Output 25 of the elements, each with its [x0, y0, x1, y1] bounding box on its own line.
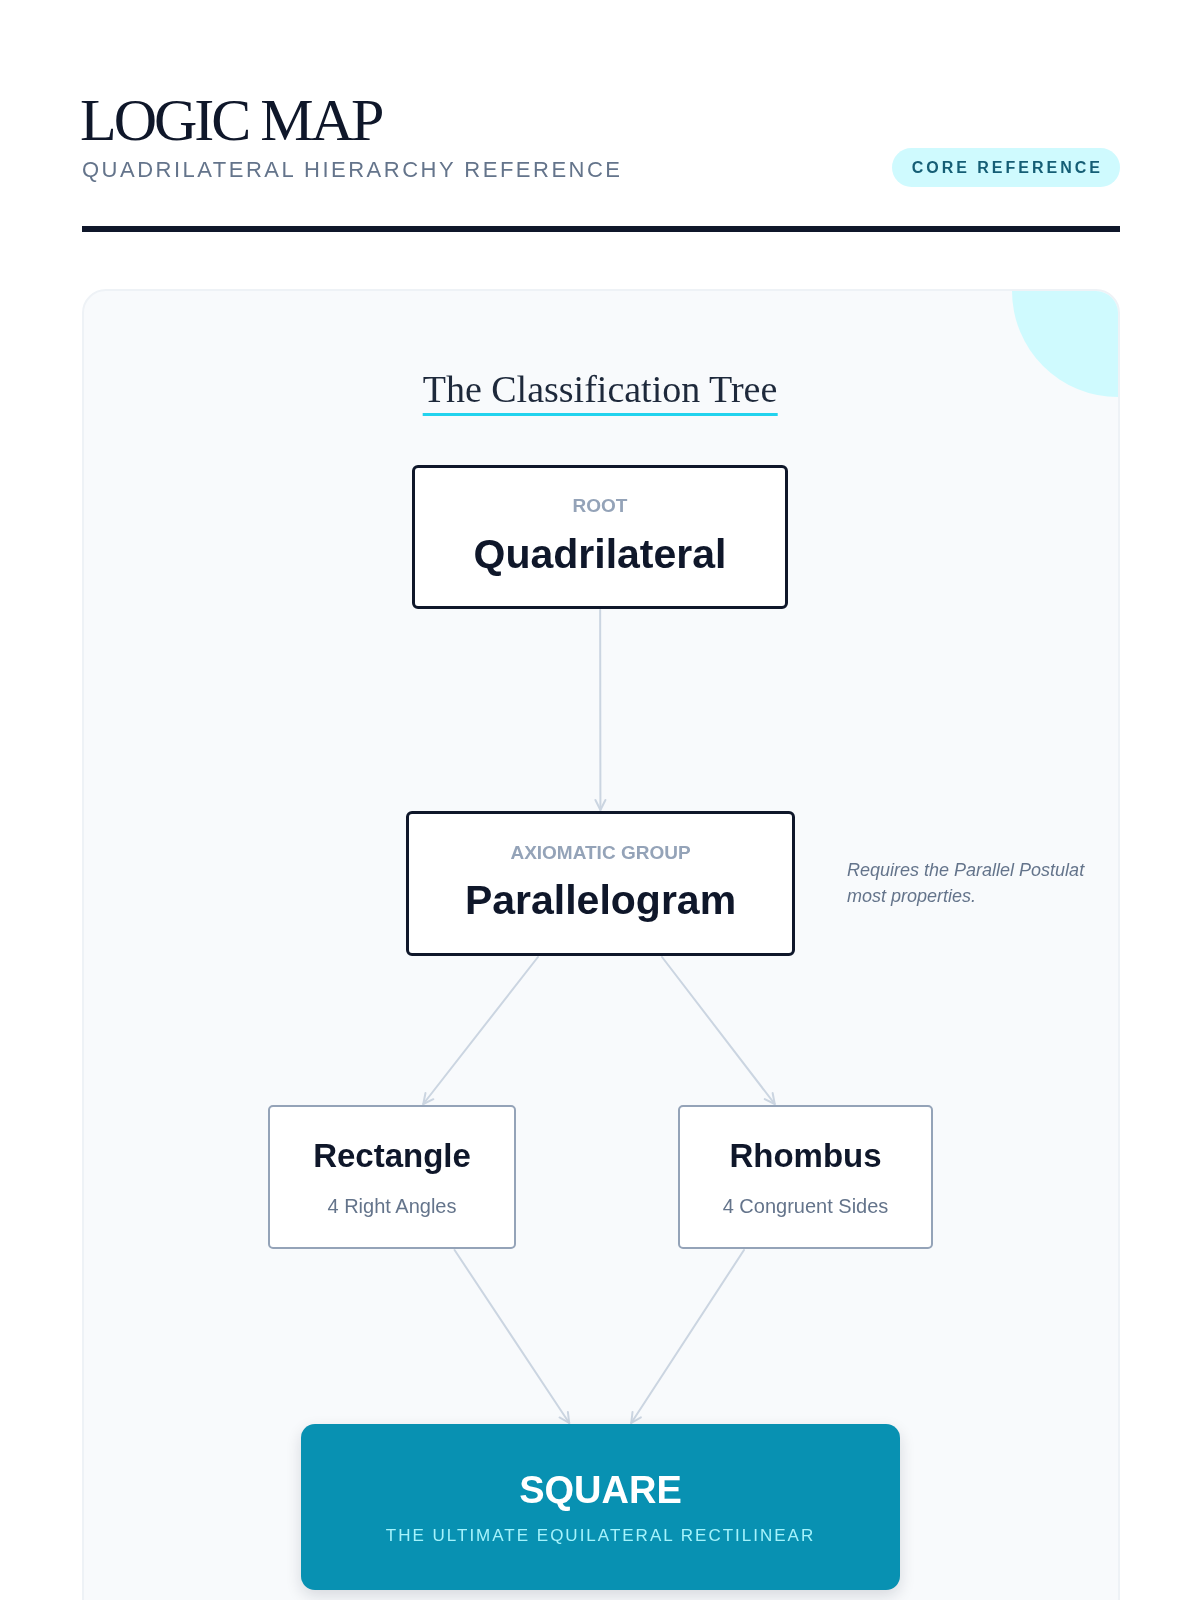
- arrow: [661, 956, 776, 1105]
- reference-badge: CORE REFERENCE: [891, 148, 1120, 187]
- section-heading: The Classification Tree: [422, 367, 778, 416]
- property-text: 4 Congruent Sides: [722, 1193, 889, 1218]
- category-label: ROOT: [572, 495, 628, 518]
- class-box: [268, 1105, 516, 1249]
- class-box: [412, 465, 788, 609]
- shape-name: Parallelogram: [464, 876, 737, 926]
- page-title: LOGIC MAP: [80, 90, 382, 150]
- arrow: [453, 1249, 571, 1424]
- shape-name: Rhombus: [729, 1136, 882, 1176]
- page-subtitle: QUADRILATERAL HIERARCHY REFERENCE: [82, 157, 623, 184]
- class-box: [678, 1105, 933, 1249]
- class-box: [406, 811, 795, 956]
- result-box: [301, 1424, 900, 1590]
- arrow: [422, 956, 539, 1105]
- property-text: 4 Right Angles: [327, 1193, 457, 1218]
- side-note: Requires the Parallel Postulat most properties.: [847, 859, 1086, 908]
- arrow: [630, 1249, 745, 1424]
- arrow: [594, 609, 607, 811]
- shape-name: SQUARE: [519, 1467, 682, 1513]
- category-label: AXIOMATIC GROUP: [510, 841, 691, 865]
- shape-name: Rectangle: [313, 1136, 471, 1176]
- tagline: THE ULTIMATE EQUILATERAL RECTILINEAR: [385, 1526, 816, 1547]
- shape-name: Quadrilateral: [473, 529, 727, 579]
